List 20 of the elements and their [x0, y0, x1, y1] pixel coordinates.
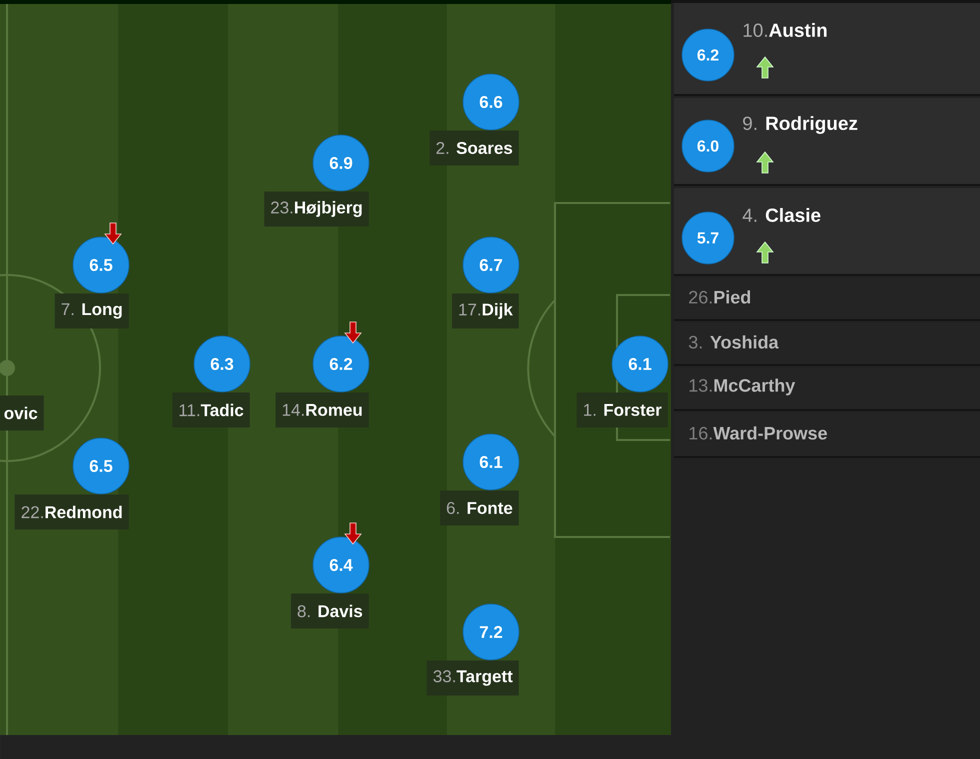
- bench-row: 26.Pied: [674, 278, 980, 321]
- node-label: 3. Yoshida: [688, 335, 779, 349]
- name-label: 1. Forster: [576, 392, 668, 428]
- bench-row: 16.Ward-Prowse: [674, 413, 980, 458]
- node-label: 16.Ward-Prowse: [690, 426, 827, 440]
- name-label: 6. Fonte: [440, 490, 519, 526]
- name-label: 23.Højbjerg: [264, 192, 369, 226]
- name-label: 33.Targett: [426, 660, 519, 696]
- name-label: 11.Tadic: [172, 392, 250, 428]
- bench-row: 3. Yoshida: [674, 323, 980, 366]
- name-label: 8. Davis: [290, 594, 369, 628]
- name-label: 14.Romeu: [276, 392, 369, 428]
- name-label: 7. Long: [54, 294, 129, 328]
- node-label: 26.Pied: [689, 290, 750, 304]
- name-label: 2. Soares: [430, 130, 519, 166]
- name-label: 22.Redmond: [14, 494, 129, 530]
- name-label: 17.Dijk: [452, 294, 519, 328]
- name-label: ovic: [0, 396, 44, 430]
- node-label: 13.McCarthy: [690, 378, 796, 396]
- bench-row: 13.McCarthy: [674, 368, 980, 411]
